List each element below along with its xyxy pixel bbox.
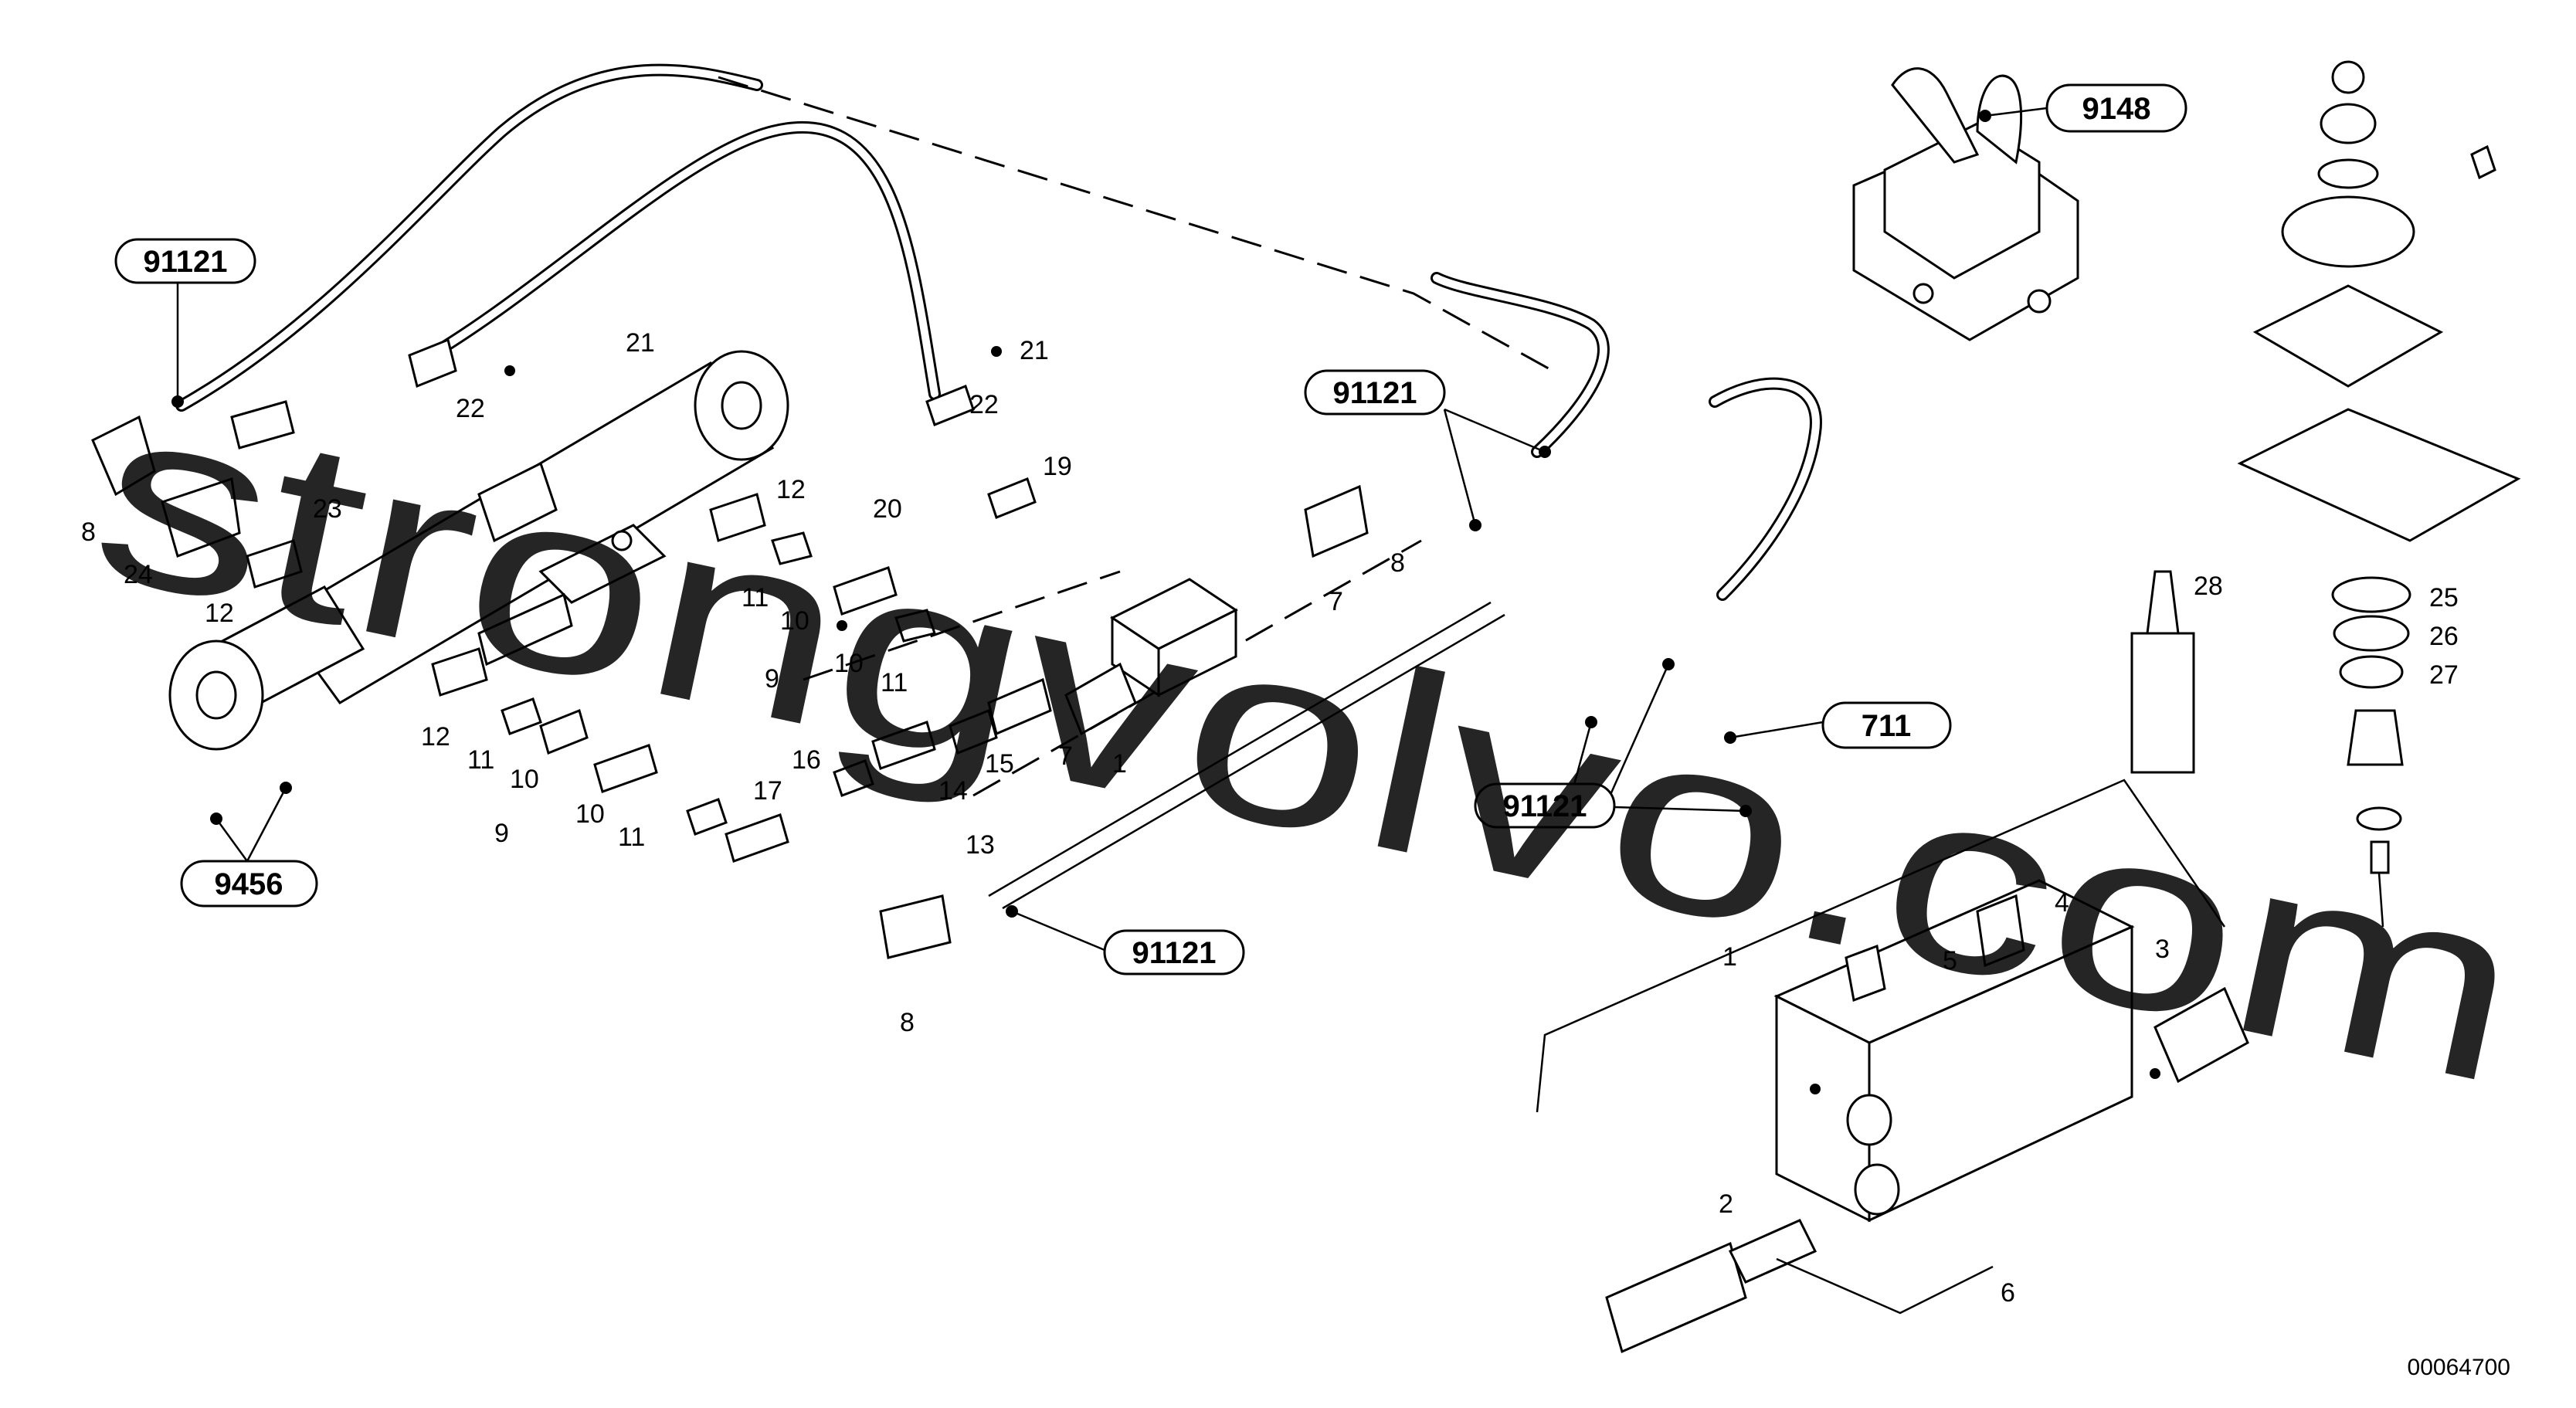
- part-label: 7: [1329, 587, 1343, 616]
- part-label: 13: [966, 830, 995, 860]
- valve-block-bottom: [1536, 779, 2249, 1354]
- part-label: 16: [792, 745, 821, 775]
- part-label: 10: [510, 765, 539, 794]
- fittings-left: [91, 338, 1369, 959]
- part-label: 14: [938, 776, 968, 806]
- part-label: 8: [1390, 548, 1405, 578]
- part-label: 4: [2055, 888, 2069, 918]
- part-label: 3: [2155, 935, 2170, 964]
- part-label: 10: [834, 649, 864, 678]
- part-number-labels: 1 1 2 3 4 5 6 7 7 8 8 8 9 9 10 10 10 10 …: [81, 328, 2459, 1308]
- part-label: 22: [969, 390, 999, 419]
- part-label: 12: [421, 722, 450, 751]
- part-label: 2: [1719, 1189, 1733, 1219]
- part-label: 9: [765, 664, 779, 694]
- part-label: 12: [776, 475, 806, 504]
- reference-label-711: 711: [1821, 701, 1952, 749]
- part-label: 21: [1020, 336, 1049, 365]
- part-label: 11: [467, 745, 494, 775]
- part-label: 23: [313, 494, 342, 524]
- part-label: 11: [881, 668, 908, 697]
- svg-text:91121: 91121: [1132, 936, 1216, 970]
- reference-label-91121-lower: 91121: [1474, 782, 1616, 829]
- part-label: 5: [1943, 946, 1957, 975]
- reference-label-91121-bottom: 91121: [1103, 929, 1245, 975]
- valve-block-centre: [1064, 578, 1238, 736]
- part-label: 7: [1058, 741, 1073, 771]
- part-label: 26: [2429, 622, 2459, 651]
- leader-dots: [171, 110, 2160, 1094]
- hydraulic-cylinder: [168, 350, 789, 751]
- part-label: 17: [753, 776, 782, 806]
- part-label: 28: [2194, 572, 2223, 601]
- hoses: [175, 63, 1822, 910]
- part-label: 10: [780, 606, 809, 636]
- part-label: 9: [494, 819, 509, 848]
- part-label: 1: [1722, 942, 1737, 972]
- part-label: 20: [873, 494, 902, 524]
- exploded-stack-right: [2130, 60, 2521, 928]
- svg-text:711: 711: [1862, 709, 1912, 743]
- joystick-assembly: [1852, 67, 2079, 341]
- svg-text:9456: 9456: [215, 867, 283, 901]
- reference-label-91121-mid: 91121: [1304, 369, 1446, 416]
- part-label: 6: [2001, 1278, 2015, 1308]
- part-label: 12: [205, 599, 234, 628]
- part-label: 11: [742, 583, 769, 612]
- dashed-leaders: [718, 76, 1553, 797]
- part-label: 22: [456, 394, 485, 423]
- part-label: 21: [626, 328, 655, 358]
- part-label: 27: [2429, 660, 2459, 690]
- reference-label-9148: 9148: [2045, 83, 2187, 133]
- svg-text:91121: 91121: [1332, 376, 1417, 410]
- reference-label-9456: 9456: [180, 860, 318, 908]
- part-label: 1: [1112, 749, 1127, 779]
- svg-text:91121: 91121: [1502, 789, 1587, 823]
- part-label: 25: [2429, 583, 2459, 612]
- part-label: 10: [575, 799, 605, 829]
- part-label: 24: [124, 560, 153, 589]
- part-label: 11: [618, 823, 645, 852]
- part-label: 8: [81, 517, 96, 547]
- svg-text:91121: 91121: [143, 245, 227, 279]
- reference-label-91121-topleft: 91121: [114, 238, 256, 284]
- part-label: 15: [985, 749, 1014, 779]
- part-label: 19: [1043, 452, 1072, 481]
- drawing-number: 00064700: [2408, 1355, 2510, 1380]
- svg-text:9148: 9148: [2082, 92, 2151, 126]
- part-label: 8: [900, 1008, 915, 1037]
